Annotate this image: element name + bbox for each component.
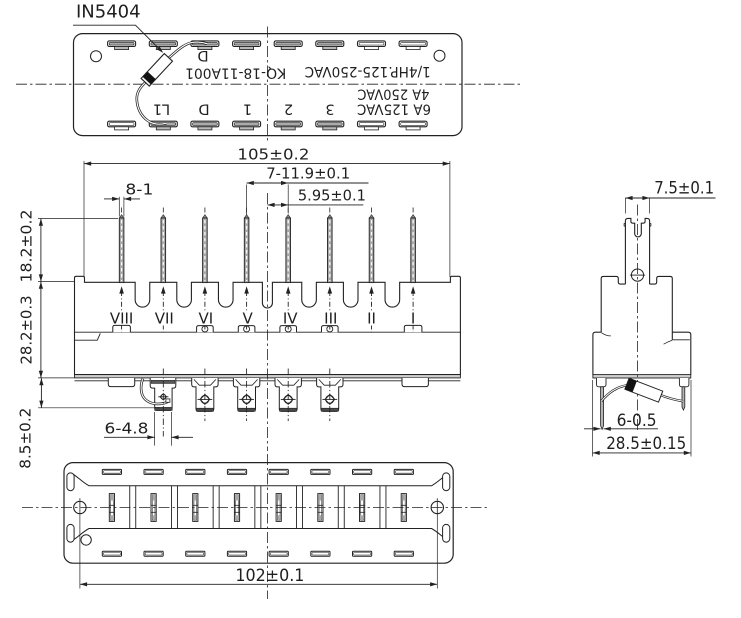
marking-rating-125: 6A 125VAC	[357, 101, 431, 117]
ear-slot-icon	[442, 472, 451, 492]
marking-rating-hp: 1/4HP.125-250VAC	[305, 63, 431, 79]
marking-terminal-d-top: D	[197, 47, 208, 63]
dim-text-overall-width: 105±0.2	[237, 145, 309, 163]
side-view: 7.5±0.1 6-0.5 28.5±0.15	[584, 179, 716, 457]
bottom-view-body	[63, 462, 454, 564]
dim-pin-height: 18.2±0.2	[18, 210, 118, 283]
front-view: VIII VII VI V IV III II I	[17, 145, 461, 469]
front-wire-terminal	[139, 368, 177, 437]
dim-hole-spacing: 102±0.1	[79, 566, 438, 587]
mounting-hole-icon	[433, 49, 446, 62]
pin-label-v: V	[242, 310, 253, 328]
dim-side-width: 28.5±0.15	[592, 380, 692, 457]
side-diode-assembly	[600, 377, 684, 403]
marking-rating-250: 4A 250VAC	[357, 86, 429, 102]
marking-terminal-3: 3	[325, 101, 334, 117]
dim-text-body-height: 28.2±0.3	[18, 296, 36, 365]
dim-body-height: 28.2±0.3	[18, 281, 74, 379]
pin-label-iv: IV	[283, 310, 298, 328]
bottom-aux-hole	[80, 534, 92, 546]
pin-label-viii: VIII	[110, 310, 134, 328]
bottom-view: 102±0.1	[22, 454, 488, 599]
marking-model: KQ-18-11A001	[185, 65, 286, 81]
dim-pin-pitch: 7-11.9±0.1	[246, 165, 369, 215]
dim-text-half-pitch: 5.95±0.1	[298, 187, 366, 205]
dim-text-terminal-width: 6-4.8	[105, 419, 149, 437]
dim-text-hole-spacing: 102±0.1	[235, 566, 304, 586]
dim-text-pin-width: 8-1	[125, 181, 153, 199]
diode-symbol	[140, 52, 174, 87]
diode-cathode-band	[142, 71, 156, 85]
ear-slot-icon	[442, 523, 451, 543]
pin-label-vii: VII	[155, 310, 174, 328]
dim-text-pin-pitch: 7-11.9±0.1	[266, 165, 350, 183]
pin-label-iii: III	[324, 310, 337, 328]
part-markings: D KQ-18-11A001 1/4HP.125-250VAC 4A 250VA…	[153, 47, 431, 117]
dim-terminal-width: 6-4.8	[104, 412, 193, 446]
dim-half-pitch: 5.95±0.1	[267, 187, 366, 207]
side-upper-block	[600, 275, 673, 340]
side-diode-band	[624, 377, 637, 393]
diode-callout: IN5404	[73, 2, 165, 55]
side-diode-wire-left	[600, 384, 627, 402]
front-foot-right	[401, 378, 429, 388]
dim-overall-width: 105±0.2	[83, 145, 451, 277]
front-left-groove	[74, 333, 101, 341]
diode-assembly-top	[135, 40, 208, 126]
ear-slot-icon	[66, 523, 75, 543]
pin-label-i: I	[411, 310, 415, 328]
dim-text-leg-thickness: 6-0.5	[617, 411, 657, 431]
dim-text-terminal-depth: 8.5±0.2	[17, 408, 35, 469]
dim-text-pin-height: 18.2±0.2	[18, 210, 36, 283]
mounting-hole-icon	[90, 50, 102, 63]
marking-terminal-2: 2	[284, 101, 293, 117]
diode-leader-line	[73, 24, 162, 51]
pin-label-vi: VI	[199, 310, 214, 328]
side-legs	[596, 378, 690, 431]
front-foot-left	[107, 378, 136, 388]
ear-slot-icon	[66, 472, 75, 492]
dim-text-side-width: 28.5±0.15	[606, 434, 686, 454]
dim-blade-width: 7.5±0.1	[625, 179, 716, 214]
marking-terminal-d: D	[198, 101, 209, 117]
diode-label: IN5404	[76, 2, 141, 23]
marking-terminal-1: 1	[243, 101, 252, 117]
side-diode-symbol	[624, 377, 664, 403]
dim-pin-width: 8-1	[104, 181, 153, 217]
dim-leg-thickness: 6-0.5	[584, 411, 658, 431]
pin-number-callouts: VIII VII VI V IV III II I	[110, 285, 416, 333]
side-blade-terminal	[623, 217, 652, 285]
dim-text-blade-width: 7.5±0.1	[654, 179, 714, 199]
marking-terminal-l1: L1	[153, 101, 170, 117]
side-lower-block	[592, 331, 692, 379]
dim-terminal-depth: 8.5±0.2	[17, 378, 160, 469]
top-view: D KQ-18-11A001 1/4HP.125-250VAC 4A 250VA…	[16, 2, 521, 143]
pin-label-ii: II	[367, 310, 376, 328]
